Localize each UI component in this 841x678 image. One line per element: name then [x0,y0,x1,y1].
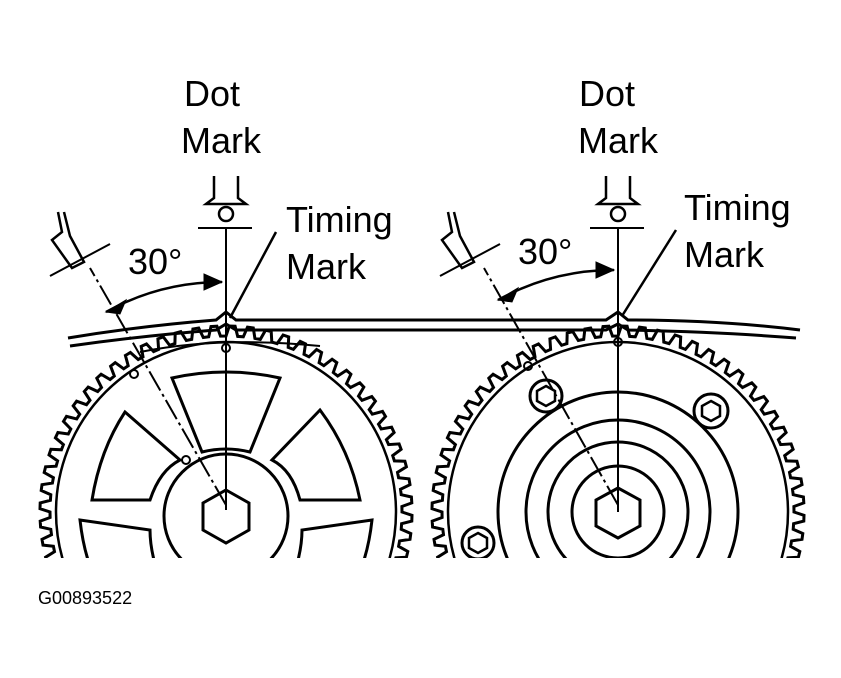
left-dot-mark-label-line2: Mark [181,120,262,161]
right-dot-mark-label-line2: Mark [578,120,659,161]
left-sprocket-cutout [78,518,156,558]
right-sprocket-bolt [460,525,496,558]
right-timing-mark-label-line2: Mark [684,234,765,275]
right-sprocket-bolt [692,392,730,430]
right-dot-mark [609,205,627,223]
left-timing-mark-label-line1: Timing [286,199,393,240]
left-timing-reference [49,176,278,510]
left-angle-label: 30° [128,241,182,282]
figure-code: G00893522 [38,588,132,608]
left-sprocket-cutout [269,407,362,502]
right-timing-reference [439,176,678,512]
right-dot-mark-label-line1: Dot [579,73,635,114]
right-timing-mark-label-line1: Timing [684,187,791,228]
left-timing-mark-label-line2: Mark [286,246,367,287]
right-angle-label: 30° [518,231,572,272]
left-sprocket-cutout [90,409,183,502]
left-sprocket-cutout [296,518,374,558]
left-hex-bolt [201,488,251,545]
right-hex-bolt [594,486,642,540]
right-sprocket-bolt [528,378,564,414]
left-dot-mark-label-line1: Dot [184,73,240,114]
left-dot-mark [217,205,235,223]
